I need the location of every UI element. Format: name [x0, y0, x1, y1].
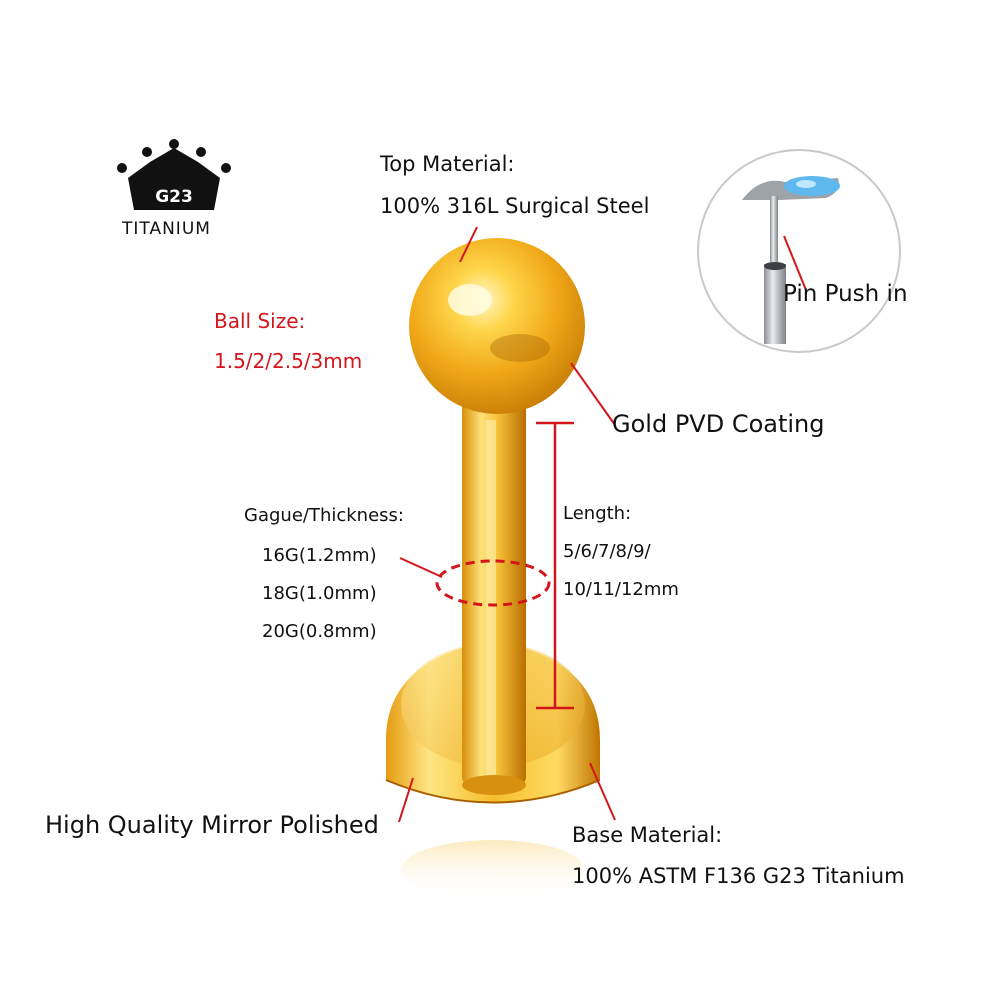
length-title: Length: — [563, 503, 632, 524]
top-material-leader — [459, 226, 478, 263]
length-values-2: 10/11/12mm — [563, 579, 679, 600]
pin-push-leader — [783, 235, 807, 291]
top-material-value: 100% 316L Surgical Steel — [380, 194, 650, 218]
gauge-18g: 18G(1.0mm) — [262, 583, 377, 604]
gauge-highlight-ellipse — [435, 559, 551, 607]
base-material-value: 100% ASTM F136 G23 Titanium — [572, 864, 905, 888]
pin-push-label: Pin Push in — [783, 281, 908, 307]
length-values-1: 5/6/7/8/9/ — [563, 541, 651, 562]
crown-logo-icon: G23 — [117, 139, 231, 210]
ball-size-value: 1.5/2/2.5/3mm — [214, 349, 363, 373]
logo-badge-text: G23 — [155, 187, 193, 207]
gauge-title: Gague/Thickness: — [244, 505, 404, 526]
top-material-title: Top Material: — [380, 152, 515, 176]
polish-leader — [398, 777, 414, 823]
length-bracket — [536, 421, 574, 710]
ball-size-title: Ball Size: — [214, 309, 306, 333]
logo-caption: TITANIUM — [122, 219, 211, 239]
pin-push-inset — [697, 149, 901, 353]
coating-label: Gold PVD Coating — [612, 410, 825, 438]
gauge-20g: 20G(0.8mm) — [262, 621, 377, 642]
base-material-title: Base Material: — [572, 823, 723, 847]
base-material-leader — [589, 762, 616, 821]
ball-top — [409, 238, 585, 414]
coating-leader — [570, 362, 616, 426]
gauge-16g: 16G(1.2mm) — [262, 545, 377, 566]
stem — [462, 400, 526, 795]
polish-label: High Quality Mirror Polished — [45, 811, 379, 839]
